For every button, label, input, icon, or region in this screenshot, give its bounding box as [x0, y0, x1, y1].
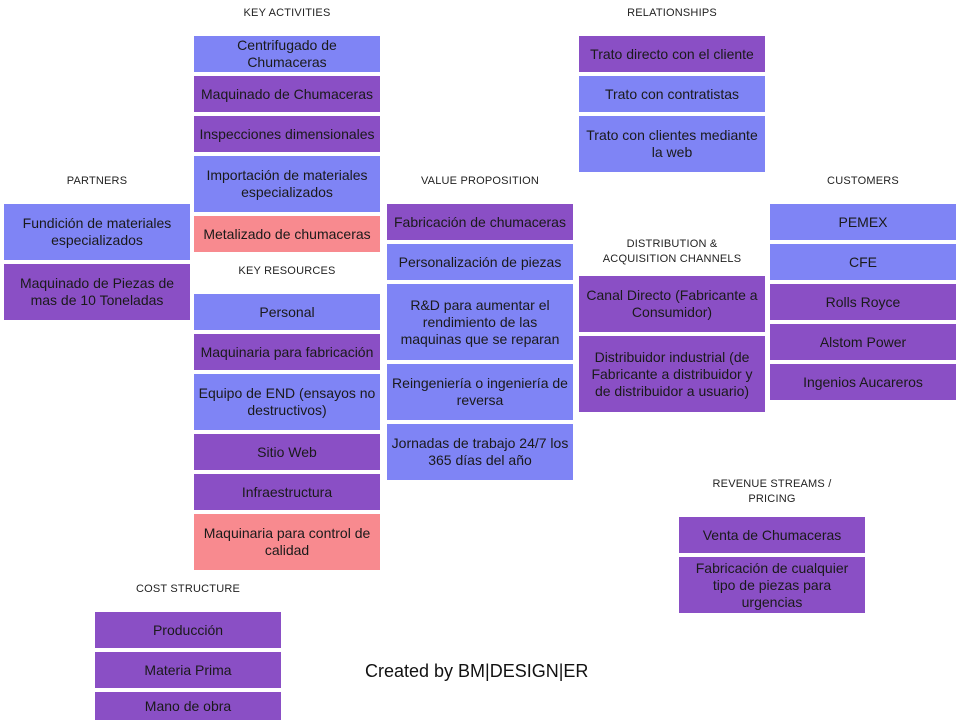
cost-box: Materia Prima: [95, 652, 281, 688]
customer-box: Ingenios Aucareros: [770, 364, 956, 400]
customers-header: CUSTOMERS: [827, 175, 899, 187]
customer-box: Alstom Power: [770, 324, 956, 360]
customer-box: Rolls Royce: [770, 284, 956, 320]
value-proposition-box: Personalización de piezas: [387, 244, 573, 280]
partner-box: Fundición de materiales especializados: [4, 204, 190, 260]
relationship-box: Trato con contratistas: [579, 76, 765, 112]
revenue-box: Venta de Chumaceras: [679, 517, 865, 553]
relationship-box: Trato directo con el cliente: [579, 36, 765, 72]
partner-box: Maquinado de Piezas de mas de 10 Tonelad…: [4, 264, 190, 320]
key-activity-box: Inspecciones dimensionales: [194, 116, 380, 152]
creator-credit: Created by BM|DESIGN|ER: [365, 661, 589, 681]
cost-box: Mano de obra: [95, 692, 281, 720]
cost-structure-header: COST STRUCTURE: [135, 583, 241, 595]
value-proposition-box: Reingeniería o ingeniería de reversa: [387, 364, 573, 420]
cost-box: Producción: [95, 612, 281, 648]
distribution-header: DISTRIBUTION & ACQUISITION CHANNELS: [602, 238, 742, 265]
value-proposition-box: Fabricación de chumaceras: [387, 204, 573, 240]
key-activity-box: Importación de materiales especializados: [194, 156, 380, 212]
relationships-header: RELATIONSHIPS: [627, 7, 717, 19]
key-resources-header: KEY RESOURCES: [238, 265, 336, 277]
key-resource-box: Maquinaria para control de calidad: [194, 514, 380, 570]
relationship-box: Trato con clientes mediante la web: [579, 116, 765, 172]
key-resource-box: Maquinaria para fabricación: [194, 334, 380, 370]
key-resource-box: Equipo de END (ensayos no destructivos): [194, 374, 380, 430]
value-proposition-box: Jornadas de trabajo 24/7 los 365 días de…: [387, 424, 573, 480]
distribution-box: Canal Directo (Fabricante a Consumidor): [579, 276, 765, 332]
key-activity-box: Metalizado de chumaceras: [194, 216, 380, 252]
partners-header: PARTNERS: [66, 175, 128, 187]
customer-box: CFE: [770, 244, 956, 280]
value-proposition-header: VALUE PROPOSITION: [420, 175, 540, 187]
value-proposition-box: R&D para aumentar el rendimiento de las …: [387, 284, 573, 360]
revenue-header: REVENUE STREAMS / PRICING: [712, 478, 832, 505]
key-activity-box: Maquinado de Chumaceras: [194, 76, 380, 112]
key-activities-header: KEY ACTIVITIES: [243, 7, 331, 19]
revenue-box: Fabricación de cualquier tipo de piezas …: [679, 557, 865, 613]
key-resource-box: Sitio Web: [194, 434, 380, 470]
key-resource-box: Personal: [194, 294, 380, 330]
customer-box: PEMEX: [770, 204, 956, 240]
key-resource-box: Infraestructura: [194, 474, 380, 510]
distribution-box: Distribuidor industrial (de Fabricante a…: [579, 336, 765, 412]
key-activity-box: Centrifugado de Chumaceras: [194, 36, 380, 72]
